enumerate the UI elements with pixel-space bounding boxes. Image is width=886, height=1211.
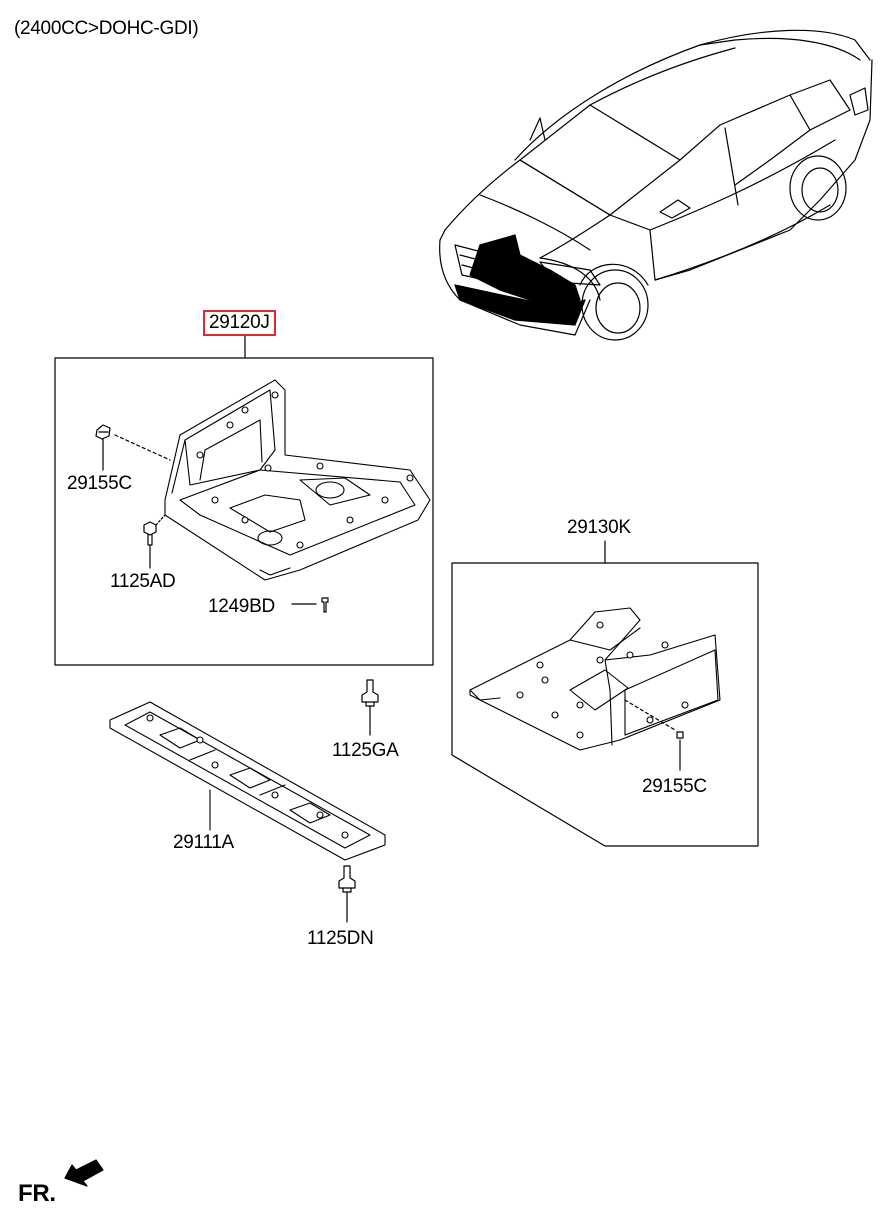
bolt-1125DN <box>338 865 356 923</box>
under-cover-panel-29111A <box>109 701 386 861</box>
screw-1249BD <box>291 597 329 613</box>
part-label-29155C-left[interactable]: 29155C <box>67 473 132 494</box>
part-label-1125AD[interactable]: 1125AD <box>110 571 176 592</box>
clip-29155C-left <box>95 424 171 471</box>
part-label-29155C-right[interactable]: 29155C <box>642 776 707 797</box>
part-label-1125DN[interactable]: 1125DN <box>307 928 374 949</box>
part-label-29130K[interactable]: 29130K <box>567 517 631 538</box>
front-direction-label: FR. <box>18 1180 56 1207</box>
under-cover-panel-29120J <box>164 379 431 581</box>
under-cover-panel-29130K <box>469 607 721 751</box>
bolt-1125AD <box>143 514 166 569</box>
part-label-29111A[interactable]: 29111A <box>173 832 234 853</box>
clip-29155C-right <box>624 699 684 771</box>
part-label-29120J[interactable]: 29120J <box>203 310 276 336</box>
car-illustration <box>439 29 873 341</box>
variant-label: (2400CC>DOHC-GDI) <box>14 18 199 39</box>
assembly-box-29130K <box>451 540 759 847</box>
part-label-1125GA[interactable]: 1125GA <box>332 740 399 761</box>
part-label-1249BD[interactable]: 1249BD <box>208 596 275 617</box>
assembly-box-29120J <box>54 335 434 666</box>
front-arrow-icon <box>64 1159 104 1187</box>
bolt-1125GA <box>361 679 379 736</box>
